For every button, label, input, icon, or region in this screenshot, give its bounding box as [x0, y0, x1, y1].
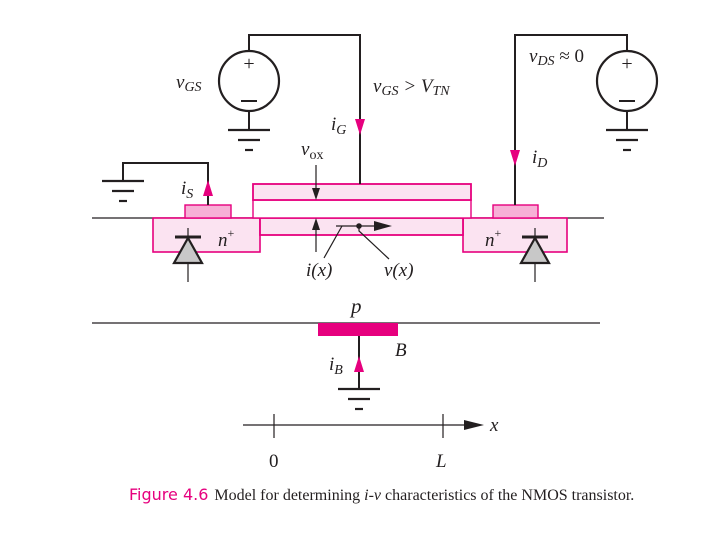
- drain-diode-icon: [519, 228, 551, 282]
- channel-current-arrow: [323, 221, 392, 260]
- ib-label: iB: [329, 354, 343, 378]
- plus-sign: +: [243, 53, 254, 75]
- gate-oxide: [252, 199, 472, 219]
- figure-number: Figure 4.6: [129, 485, 209, 504]
- plus-sign: +: [621, 53, 632, 75]
- ground-icon: [606, 128, 648, 152]
- vox-label: vox: [301, 139, 323, 163]
- vds-label: vDS ≈ 0: [529, 46, 584, 69]
- source-diode-icon: [172, 228, 204, 282]
- p-region-label: p: [349, 294, 362, 318]
- source-wire: [122, 162, 209, 205]
- drain-contact: [492, 204, 539, 219]
- drain-voltage-source: +: [514, 34, 659, 205]
- figure-caption: Figure 4.6 Model for determining i-v char…: [129, 485, 728, 505]
- i-x-label: i(x): [306, 260, 332, 281]
- gate-electrode: [252, 183, 472, 201]
- drain-n-plus-region: [462, 217, 568, 253]
- gate-current-arrow: [355, 119, 365, 135]
- body-current-arrow: [354, 356, 364, 372]
- tick-label-0: 0: [269, 451, 279, 472]
- drain-n-plus-label: n+: [485, 226, 502, 251]
- caption-text-1: Model for determining: [214, 487, 365, 504]
- x-axis: [243, 414, 484, 438]
- source-n-plus-label: n+: [218, 226, 235, 251]
- source-n-plus-region: [152, 217, 261, 253]
- caption-i: i: [364, 487, 369, 504]
- is-label: iS: [181, 178, 193, 202]
- gate-voltage-source: +: [217, 34, 361, 184]
- tick-label-L: L: [435, 451, 447, 472]
- vgs-label: vGS: [176, 72, 202, 95]
- ig-label: iG: [331, 114, 346, 138]
- x-axis-label: x: [489, 415, 499, 436]
- gate-condition-label: vGS > VTN: [373, 76, 450, 99]
- body-contact: [318, 323, 398, 336]
- body-label: B: [395, 340, 407, 361]
- caption-dash: -: [368, 487, 374, 504]
- source-contact: [184, 204, 232, 219]
- caption-text-2: characteristics of the NMOS transistor.: [381, 487, 635, 504]
- caption-v: v: [373, 487, 382, 504]
- ground-icon: [338, 387, 380, 411]
- v-ox-arrows: [312, 165, 320, 252]
- id-label: iD: [532, 147, 547, 171]
- ground-icon: [102, 179, 144, 203]
- source-current-arrow: [203, 180, 213, 196]
- v-x-label: v(x): [384, 260, 414, 281]
- ground-icon: [228, 128, 270, 152]
- drain-current-arrow: [510, 150, 520, 166]
